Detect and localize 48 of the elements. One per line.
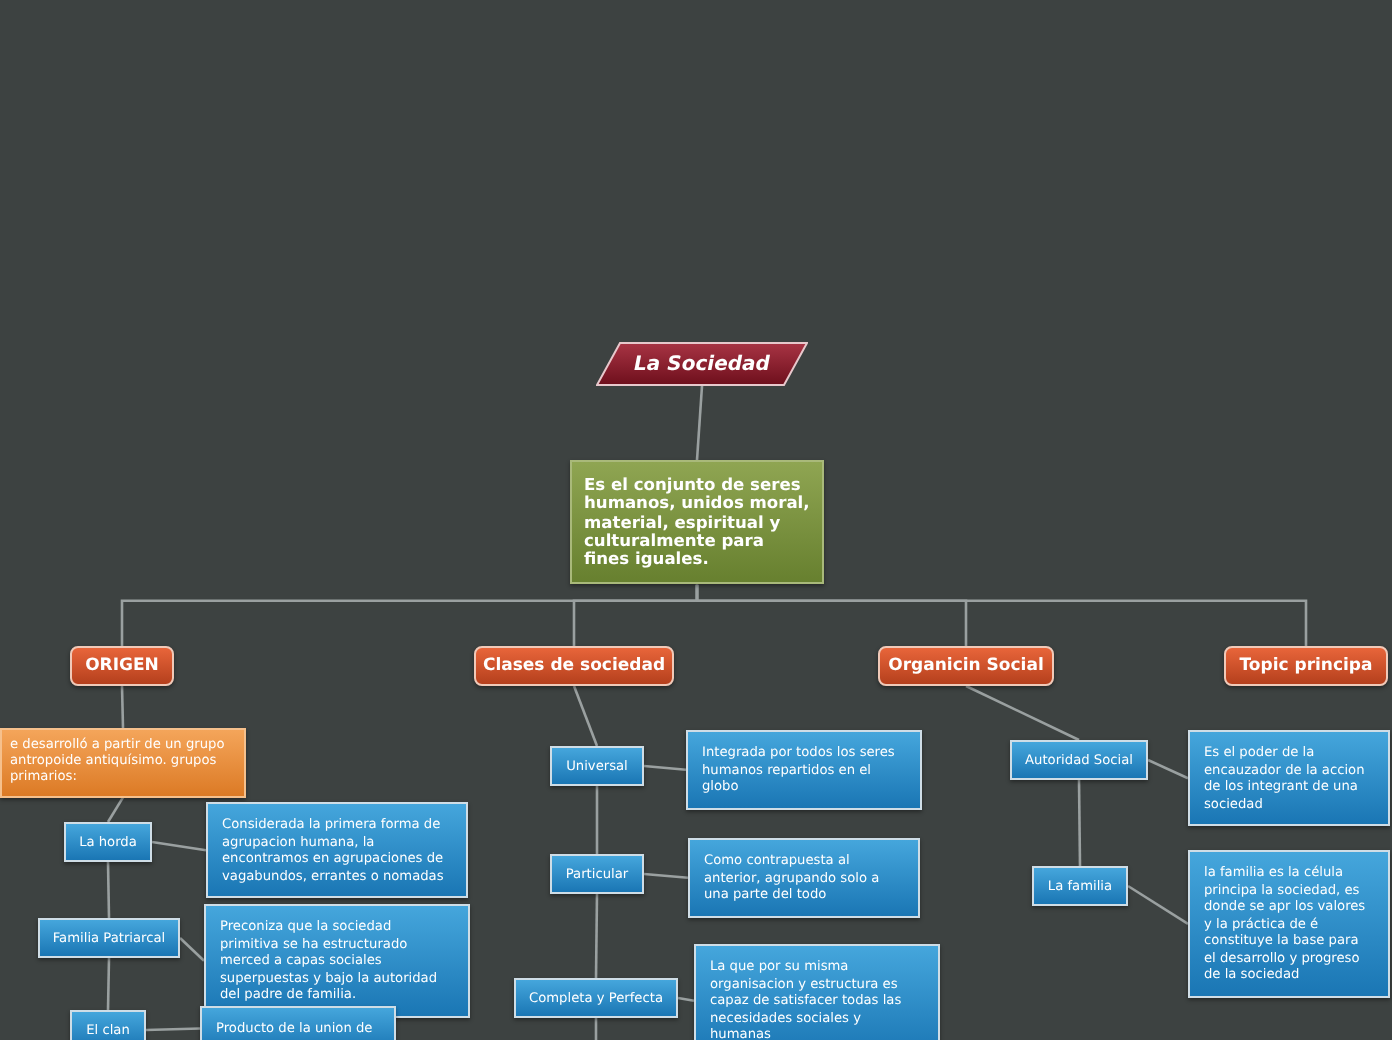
connector-line — [643, 872, 689, 879]
connector-line — [695, 385, 704, 461]
topic-label: Clases de sociedad — [482, 656, 666, 676]
connector-line — [151, 840, 207, 852]
connector-line — [595, 786, 599, 854]
connector-line — [594, 1018, 598, 1040]
description-box — [688, 838, 920, 918]
topic-label: ORIGEN — [85, 656, 159, 676]
connector-line — [106, 861, 111, 919]
note-box — [0, 728, 246, 798]
description-box — [1188, 730, 1390, 827]
definition-text: Es el conjunto de seres humanos, unidos moral, material, espiritual y culturalmente para fines iguales. — [584, 476, 810, 569]
title-text: La Sociedad — [634, 353, 770, 375]
topic-label: Organicin Social — [888, 656, 1044, 676]
connector-line — [1127, 884, 1189, 926]
connector-line — [1077, 780, 1082, 866]
subtopic-box — [550, 746, 644, 786]
topic-box — [474, 646, 674, 686]
connector-line — [695, 584, 1308, 646]
topic-box — [70, 646, 174, 686]
subtopic-box — [64, 822, 152, 862]
description-box — [206, 802, 468, 899]
subtopic-box — [70, 1010, 146, 1040]
definition-box — [570, 460, 824, 585]
connector-line — [120, 685, 125, 729]
subtopic-box — [38, 918, 180, 958]
topic-box — [1224, 646, 1388, 686]
connector-line — [572, 685, 599, 747]
connector-line — [677, 996, 695, 1003]
subtopic-box — [1010, 740, 1148, 780]
description-box — [200, 1006, 396, 1040]
subtopic-box — [514, 978, 678, 1018]
connector-line — [965, 684, 1080, 742]
description-box — [1188, 850, 1390, 998]
connector-line — [106, 957, 111, 1011]
subtopic-box — [550, 854, 644, 894]
description-box — [686, 730, 922, 810]
connector-line — [106, 796, 125, 823]
connector-line — [594, 894, 599, 978]
topic-box — [878, 646, 1054, 686]
connector-line — [179, 937, 205, 962]
topic-label: Topic principa — [1239, 656, 1373, 676]
description-box — [204, 904, 470, 1018]
connector-line — [643, 764, 687, 771]
connector-line — [145, 1027, 201, 1032]
subtopic-box — [1032, 866, 1128, 906]
connector-line — [1147, 758, 1189, 780]
description-box — [694, 944, 940, 1040]
